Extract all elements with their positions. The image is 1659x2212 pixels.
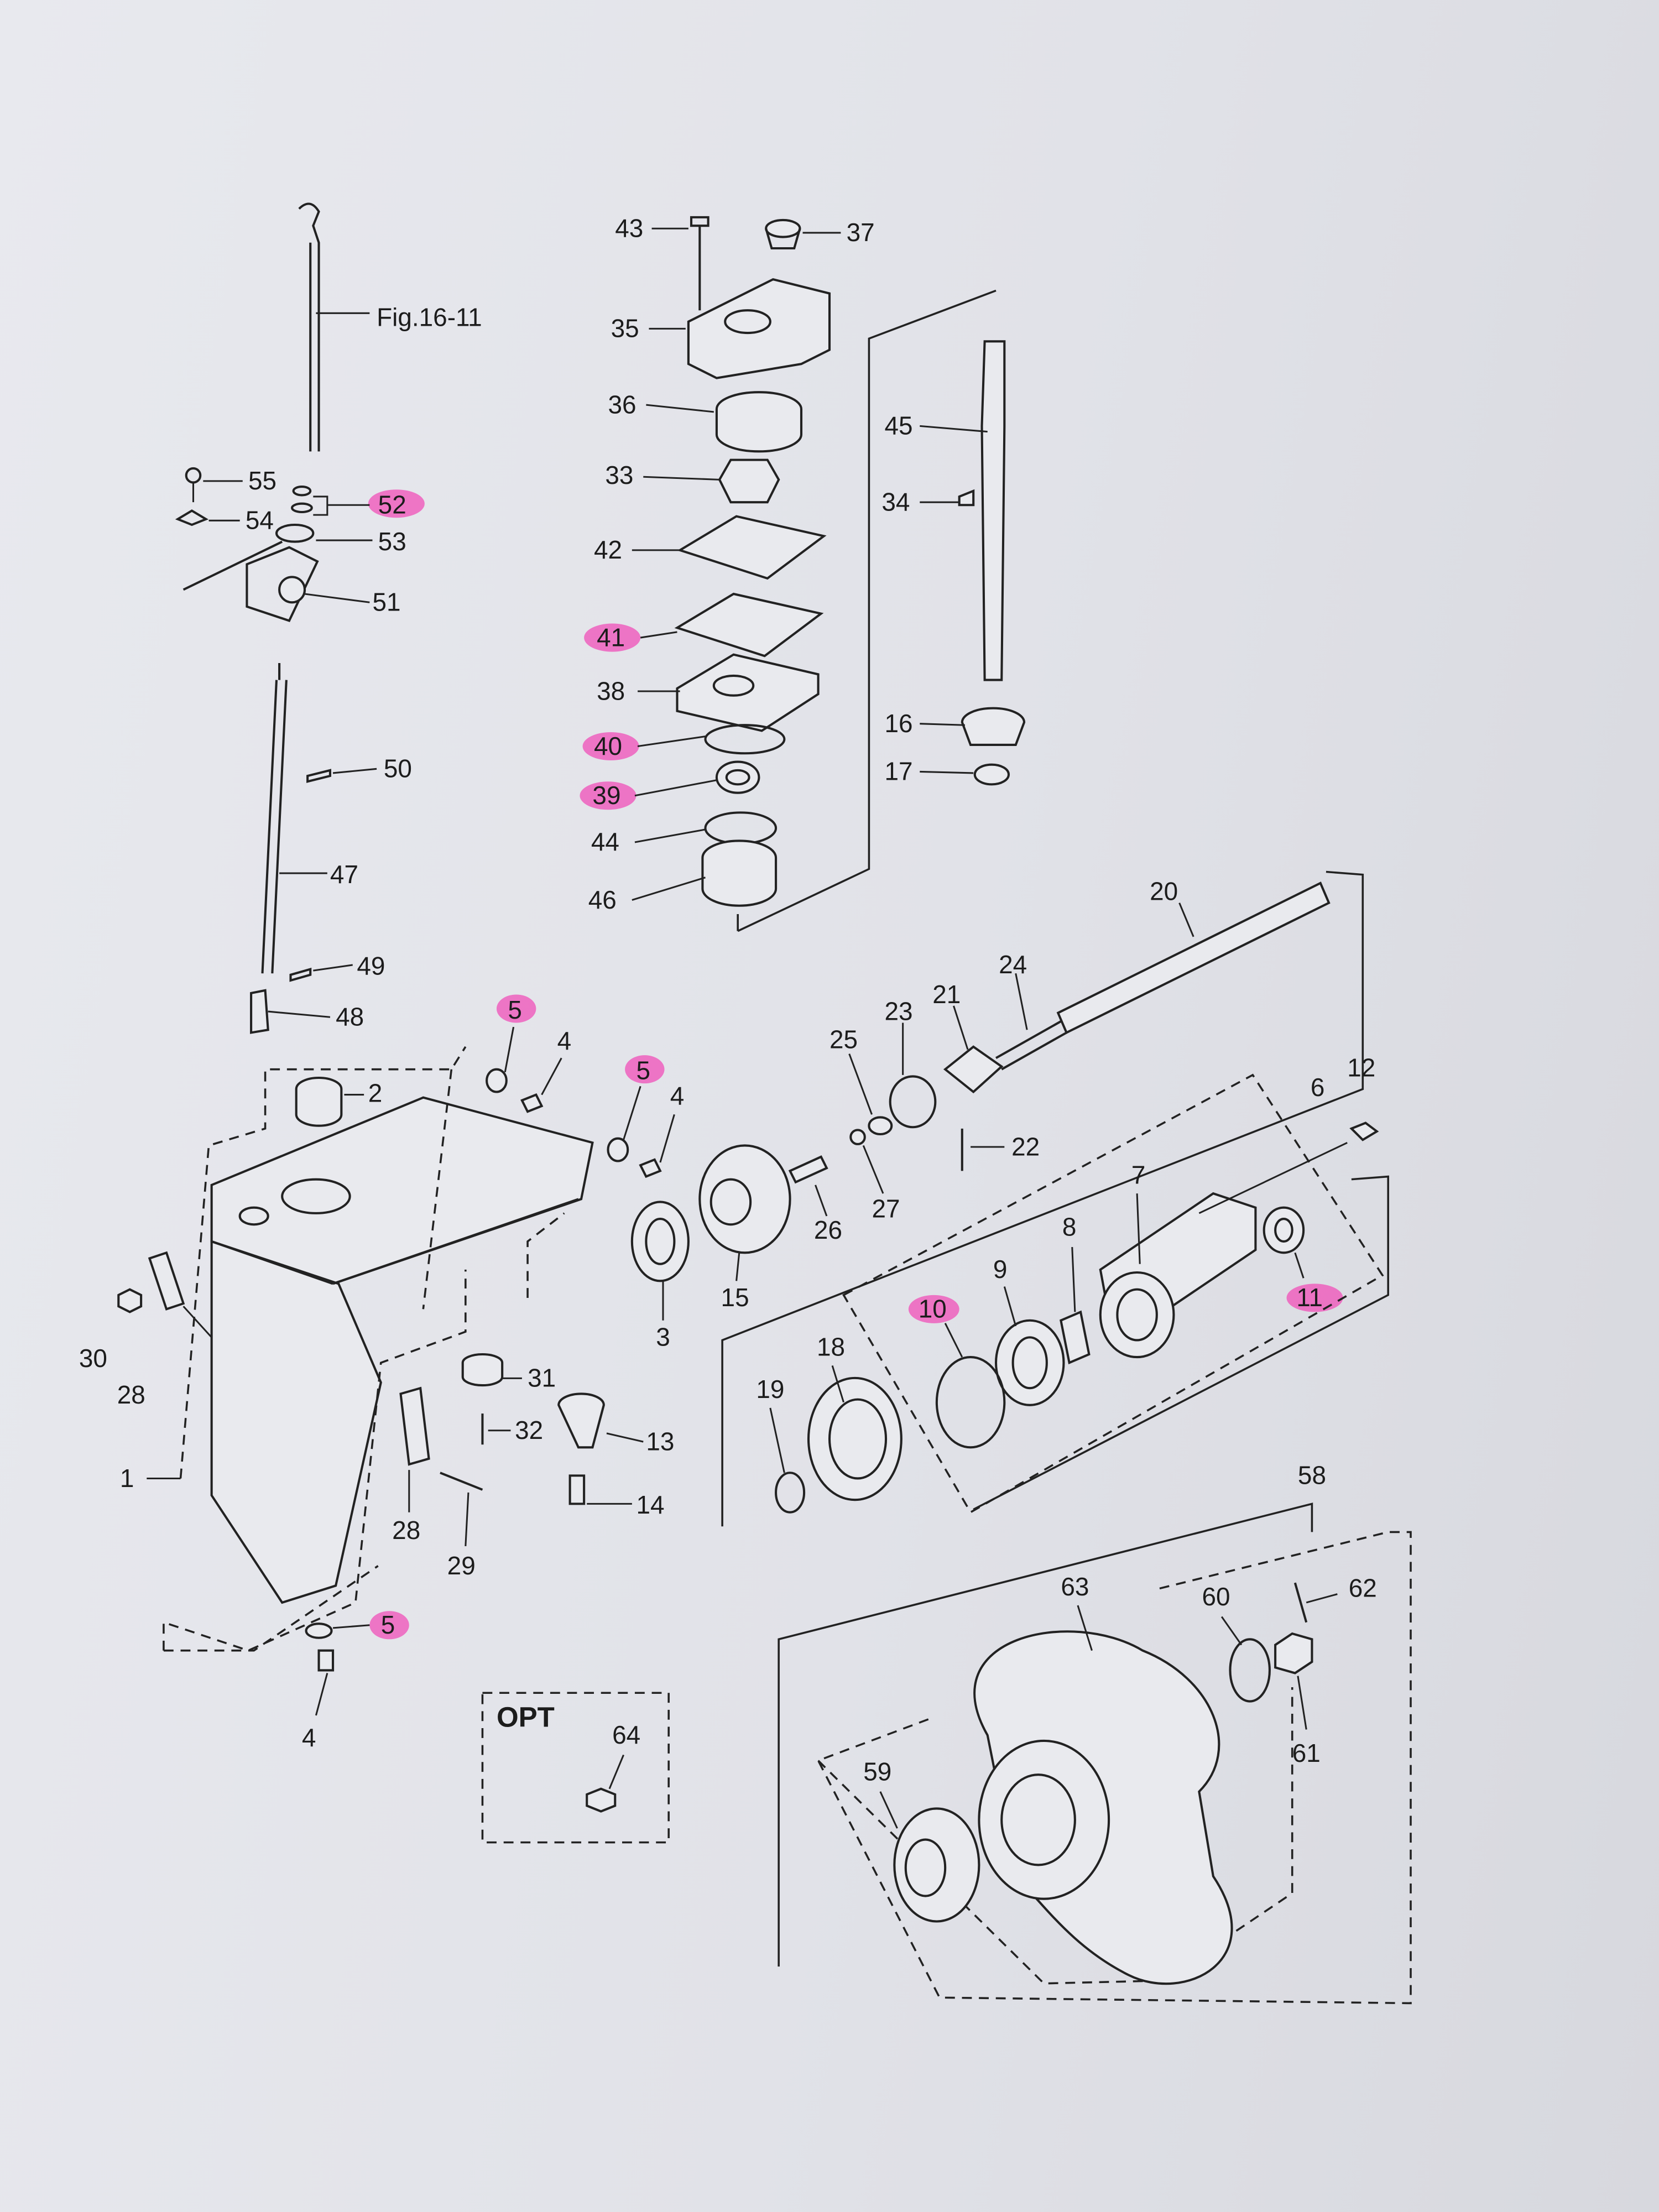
callout-29: 29 (447, 1551, 476, 1580)
callout-47: 47 (330, 860, 358, 889)
figure-reference: Fig.16-11 (377, 302, 482, 331)
callout-15: 15 (721, 1283, 749, 1312)
callout-12: 12 (1347, 1053, 1375, 1082)
opt-label: OPT (497, 1701, 555, 1733)
callout-11: 11 (1296, 1283, 1323, 1312)
callout-64: 64 (612, 1720, 640, 1749)
callout-4-c: 4 (302, 1723, 316, 1752)
callout-23: 23 (884, 997, 912, 1025)
callout-58: 58 (1298, 1461, 1326, 1490)
callout-42: 42 (594, 535, 622, 564)
callout-36: 36 (608, 390, 636, 419)
callout-54: 54 (246, 506, 274, 535)
callout-39: 39 (592, 781, 620, 810)
callout-33: 33 (605, 461, 633, 489)
callout-3: 3 (656, 1323, 670, 1352)
callout-38: 38 (597, 676, 625, 705)
callout-41: 41 (597, 623, 625, 651)
callout-2: 2 (368, 1078, 383, 1107)
drive-shaft (920, 340, 1026, 786)
callout-55: 55 (248, 466, 276, 495)
callout-53: 53 (378, 527, 406, 556)
callout-6: 6 (1311, 1073, 1325, 1102)
callout-5-b: 5 (637, 1056, 651, 1085)
callout-13: 13 (646, 1427, 674, 1455)
callout-59: 59 (863, 1757, 891, 1786)
callout-49: 49 (357, 952, 385, 980)
callout-63: 63 (1061, 1572, 1089, 1601)
callout-28-a: 28 (117, 1380, 145, 1409)
callout-4-b: 4 (670, 1081, 685, 1110)
callout-8: 8 (1062, 1213, 1077, 1241)
callout-45: 45 (884, 411, 912, 440)
callout-34: 34 (881, 487, 910, 516)
callout-27: 27 (872, 1194, 900, 1223)
callout-21: 21 (932, 980, 961, 1009)
water-pump-assembly (632, 216, 997, 932)
callout-28-b: 28 (392, 1516, 420, 1545)
callout-37: 37 (847, 218, 875, 247)
callout-labels: Fig.16-11 OPT 55 52 54 53 51 43 37 35 36… (79, 214, 1377, 1786)
callout-10: 10 (919, 1295, 947, 1323)
callout-43: 43 (615, 214, 643, 243)
callout-7: 7 (1131, 1160, 1146, 1189)
callout-1: 1 (120, 1464, 134, 1493)
callout-48: 48 (336, 1003, 364, 1031)
callout-50: 50 (384, 754, 412, 783)
highlight-marks (368, 489, 1343, 1640)
callout-31: 31 (528, 1364, 556, 1392)
callout-35: 35 (611, 314, 639, 343)
callout-62: 62 (1349, 1574, 1377, 1603)
callout-4-a: 4 (557, 1026, 572, 1055)
callout-17: 17 (884, 757, 912, 786)
callout-40: 40 (594, 732, 622, 760)
callout-46: 46 (588, 885, 617, 914)
callout-5-c: 5 (381, 1610, 395, 1639)
callout-44: 44 (591, 827, 619, 856)
callout-18: 18 (817, 1333, 845, 1361)
callout-24: 24 (999, 950, 1027, 979)
callout-14: 14 (637, 1490, 665, 1519)
propeller-shaft-assembly (630, 870, 1364, 1527)
callout-32: 32 (515, 1416, 543, 1444)
callout-51: 51 (372, 588, 400, 617)
callout-25: 25 (830, 1025, 858, 1053)
callout-22: 22 (1011, 1132, 1040, 1161)
optional-parts-box (481, 1692, 670, 1844)
callout-52: 52 (378, 491, 406, 519)
callout-26: 26 (814, 1215, 842, 1244)
callout-60: 60 (1202, 1582, 1230, 1611)
shift-rod-assembly (175, 202, 377, 1034)
callout-30: 30 (79, 1344, 107, 1373)
bearing-housing-group (769, 1073, 1389, 1514)
callout-16: 16 (884, 709, 912, 738)
lower-casing (117, 1026, 675, 1716)
callout-9: 9 (993, 1255, 1008, 1284)
callout-5-a: 5 (508, 995, 522, 1024)
callout-61: 61 (1292, 1739, 1321, 1767)
callout-20: 20 (1150, 877, 1178, 906)
propeller-assembly (778, 1503, 1412, 2005)
callout-19: 19 (756, 1375, 784, 1404)
